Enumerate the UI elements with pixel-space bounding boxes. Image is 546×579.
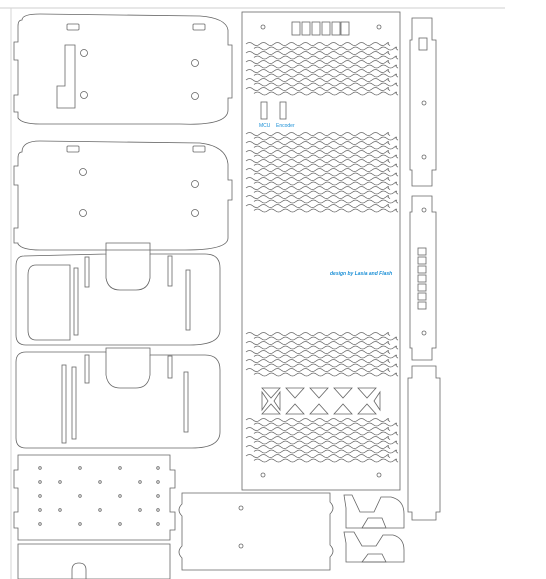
hinge-cut-line — [245, 78, 391, 82]
peg-hole — [156, 522, 160, 526]
hinge-cut-line — [245, 51, 391, 55]
hinge-cut-line — [253, 431, 399, 436]
peg-hole — [156, 480, 160, 484]
bracket-pieces — [343, 494, 405, 563]
hinge-cut-line — [253, 449, 399, 454]
hinge-cut-line — [253, 154, 399, 159]
panel-bottom-cover — [13, 140, 233, 251]
hinge-cut-line — [253, 190, 399, 195]
hinge-cut-line — [245, 69, 391, 73]
hinge-cut-line — [245, 168, 391, 172]
hinge-cut-line — [245, 359, 391, 363]
peg-hole — [118, 466, 122, 470]
panel-side-a — [15, 242, 221, 346]
hinge-cut-line — [253, 440, 399, 445]
peg-hole — [38, 522, 42, 526]
peg-hole — [98, 508, 102, 512]
peg-hole — [98, 480, 102, 484]
peg-hole — [138, 508, 142, 512]
hinge-cut-line — [245, 132, 391, 136]
peg-hole — [58, 508, 62, 512]
hinge-cut-line — [245, 454, 391, 458]
hinge-cut-line — [245, 177, 391, 181]
hinge-cut-line — [253, 163, 399, 168]
peg-hole — [138, 480, 142, 484]
panel-top-cover — [13, 13, 233, 125]
hinge-cut-line — [253, 136, 399, 141]
hinge-cut-line — [253, 208, 399, 213]
peg-hole — [38, 508, 42, 512]
hinge-cut-line — [253, 458, 399, 463]
hinge-cut-line — [253, 354, 399, 359]
peg-hole — [78, 494, 82, 498]
hinge-cut-line — [253, 372, 399, 377]
peg-hole — [58, 480, 62, 484]
hinge-cut-line — [253, 64, 399, 69]
panel-side-b — [15, 347, 221, 449]
hinge-cut-line — [245, 204, 391, 208]
peg-hole — [38, 494, 42, 498]
hinge-cut-line — [245, 159, 391, 163]
mcu-label: MCU — [259, 123, 271, 129]
hinge-cut-line — [245, 427, 391, 431]
peg-hole — [156, 494, 160, 498]
hinge-cut-line — [245, 445, 391, 449]
hinge-cut-line — [253, 46, 399, 51]
hinge-cut-line — [253, 336, 399, 341]
x-cutouts — [261, 387, 381, 415]
hinge-cut-line — [253, 55, 399, 60]
panel-main-flex: MCU Encoder design by Lasia and Flash — [241, 11, 401, 491]
credit-label: design by Lasia and Flash — [330, 271, 392, 277]
hinge-cut-line — [245, 350, 391, 354]
peg-hole — [156, 508, 160, 512]
encoder-label: Encoder — [276, 123, 295, 129]
hinge-cut-line — [245, 141, 391, 145]
peg-holes — [38, 466, 160, 526]
hinge-cut-line — [245, 341, 391, 345]
peg-hole — [118, 522, 122, 526]
peg-hole — [78, 522, 82, 526]
hinge-cut-line — [245, 150, 391, 154]
panel-right-strip-top — [409, 17, 437, 187]
peg-hole — [156, 466, 160, 470]
hinge-cut-line — [245, 186, 391, 190]
hinge-cut-line — [245, 332, 391, 336]
panel-peg-board — [13, 454, 176, 541]
hinge-cut-line — [253, 91, 399, 96]
peg-hole — [38, 466, 42, 470]
panel-base-plate — [178, 492, 334, 571]
panel-right-strip-bottom — [407, 365, 441, 521]
peg-hole — [38, 480, 42, 484]
panel-right-strip-mid — [409, 195, 437, 361]
hinge-cut-line — [253, 82, 399, 87]
peg-hole — [118, 494, 122, 498]
hinge-cut-line — [253, 73, 399, 78]
hinge-cut-line — [245, 418, 391, 422]
hinge-cut-line — [253, 422, 399, 427]
living-hinge-cuts — [245, 42, 399, 463]
hinge-cut-line — [253, 145, 399, 150]
hinge-cut-line — [245, 195, 391, 199]
hinge-cut-line — [253, 363, 399, 368]
hinge-cut-line — [245, 368, 391, 372]
hinge-cut-line — [245, 436, 391, 440]
hinge-cut-line — [245, 87, 391, 91]
panel-bottom-strip — [17, 543, 171, 579]
hinge-cut-line — [253, 199, 399, 204]
hinge-cut-line — [253, 172, 399, 177]
peg-hole — [78, 466, 82, 470]
hinge-cut-line — [245, 60, 391, 64]
hinge-cut-line — [253, 345, 399, 350]
hinge-cut-line — [253, 181, 399, 186]
hinge-cut-line — [245, 42, 391, 46]
